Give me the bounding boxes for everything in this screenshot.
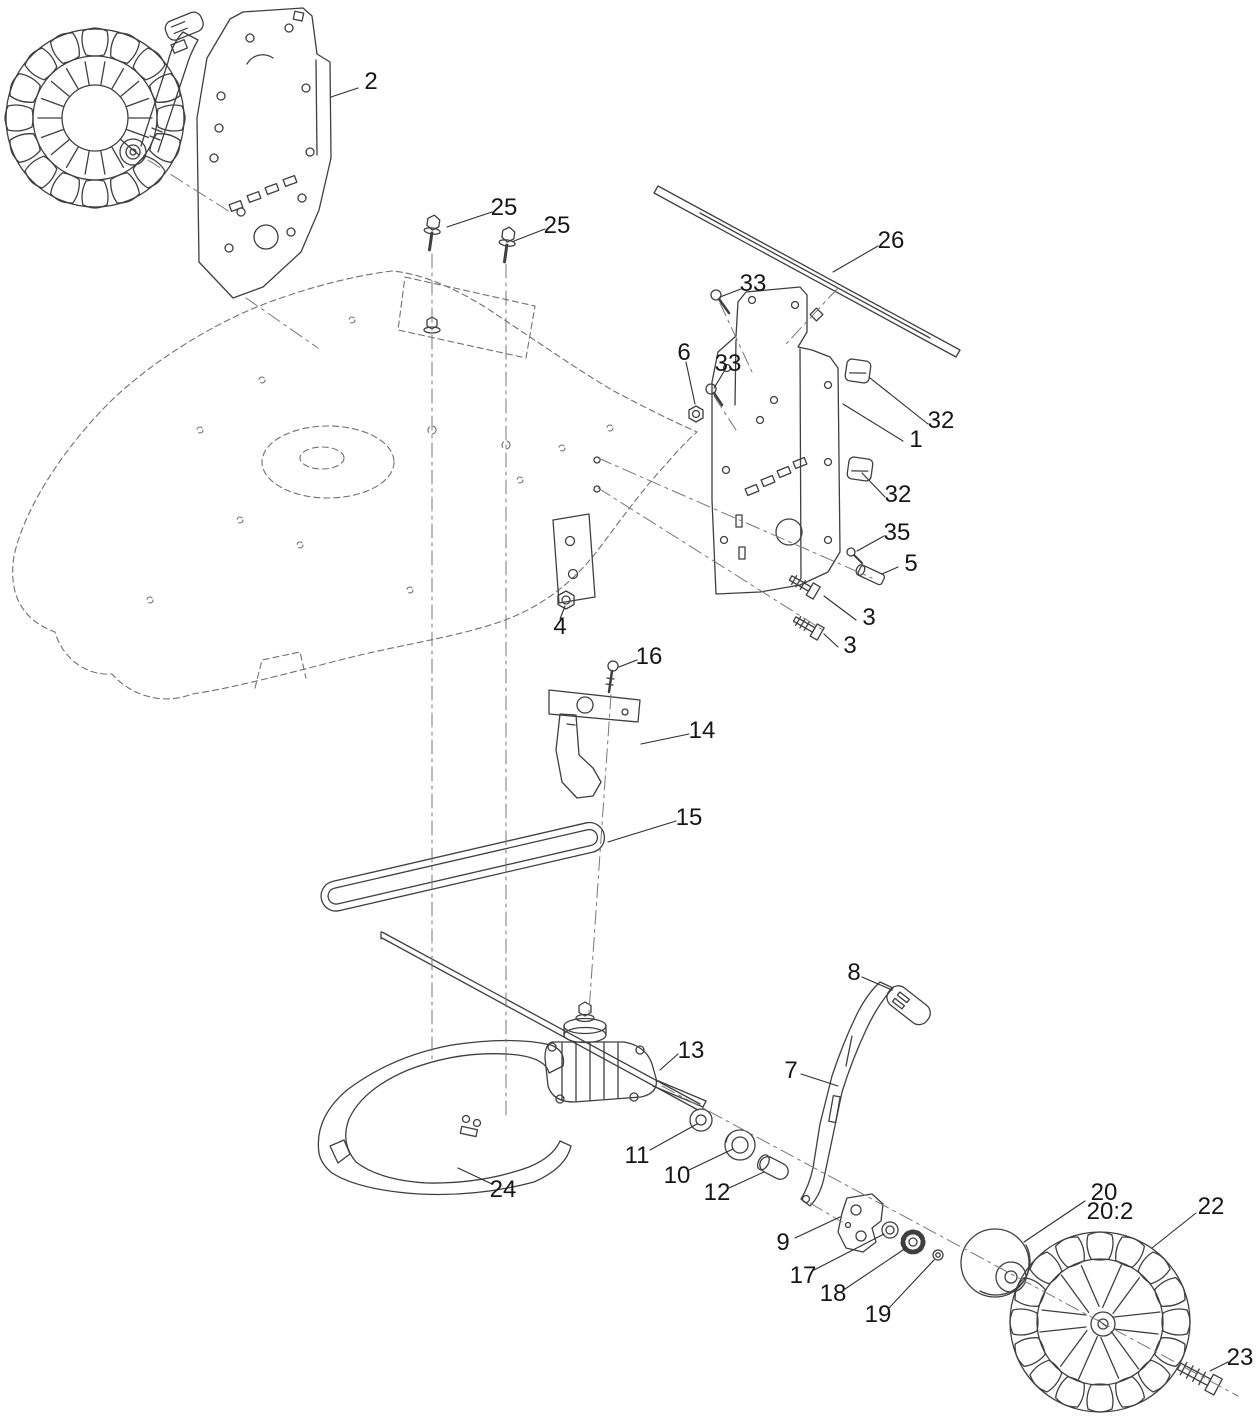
washer-bearing-spacer [689, 1108, 789, 1180]
callout-6: 6 [677, 339, 691, 366]
callout-22: 22 [1197, 1193, 1225, 1220]
blade-26 [653, 185, 961, 358]
rear-wheel-22 [1009, 1231, 1223, 1413]
callout-3-b: 3 [843, 632, 857, 659]
callout-25-b: 25 [543, 212, 571, 239]
callout-33-b: 33 [714, 350, 742, 377]
callout-25-a: 25 [490, 194, 518, 221]
transmission-13 [380, 931, 707, 1111]
callout-32-b: 32 [884, 481, 912, 508]
callout-7: 7 [784, 1057, 798, 1084]
callout-19: 19 [864, 1301, 892, 1328]
callout-4: 4 [553, 613, 567, 640]
side-plate-1 [711, 286, 841, 595]
callout-20: 20 [1090, 1179, 1118, 1206]
drive-belt-15 [320, 821, 606, 912]
callout-1: 1 [909, 426, 923, 453]
callout-15: 15 [675, 804, 703, 831]
callout-5: 5 [904, 550, 918, 577]
flange-nut-4 [557, 590, 575, 610]
callout-2: 2 [364, 68, 378, 95]
belt-cover-24 [317, 1039, 572, 1196]
mounting-bolts-25 [423, 214, 516, 264]
callout-33-a: 33 [739, 270, 767, 297]
callout-11: 11 [624, 1142, 650, 1169]
callout-3-a: 3 [862, 604, 876, 631]
center-lines [147, 159, 1239, 1397]
callout-24: 24 [489, 1176, 517, 1203]
callout-17: 17 [789, 1262, 817, 1289]
deck-rear-bracket [423, 316, 601, 604]
callout-18: 18 [819, 1280, 847, 1307]
callout-35: 35 [883, 519, 911, 546]
fasteners-right-side [688, 289, 886, 641]
callout-8: 8 [847, 959, 861, 986]
callout-26: 26 [877, 227, 905, 254]
wheel-hub-drum-20 [960, 1228, 1031, 1298]
front-wheel-assembly [4, 11, 204, 209]
belt-guard-bracket-14 [548, 660, 641, 799]
callout-32-a: 32 [927, 407, 955, 434]
shift-lever-7 [800, 981, 931, 1207]
mower-deck-outline [12, 270, 698, 700]
callout-23: 23 [1226, 1344, 1254, 1371]
callout-9: 9 [776, 1229, 790, 1256]
callout-14: 14 [688, 717, 716, 744]
callout-13: 13 [677, 1037, 705, 1064]
callout-20-2: 20:2 [1086, 1198, 1134, 1225]
bracket-plate-2 [196, 7, 332, 299]
callout-16: 16 [635, 643, 663, 670]
gear-case-plate-9 [837, 1193, 944, 1261]
callout-10: 10 [663, 1162, 691, 1189]
callout-12: 12 [703, 1179, 731, 1206]
leader-lines [330, 87, 1229, 1372]
